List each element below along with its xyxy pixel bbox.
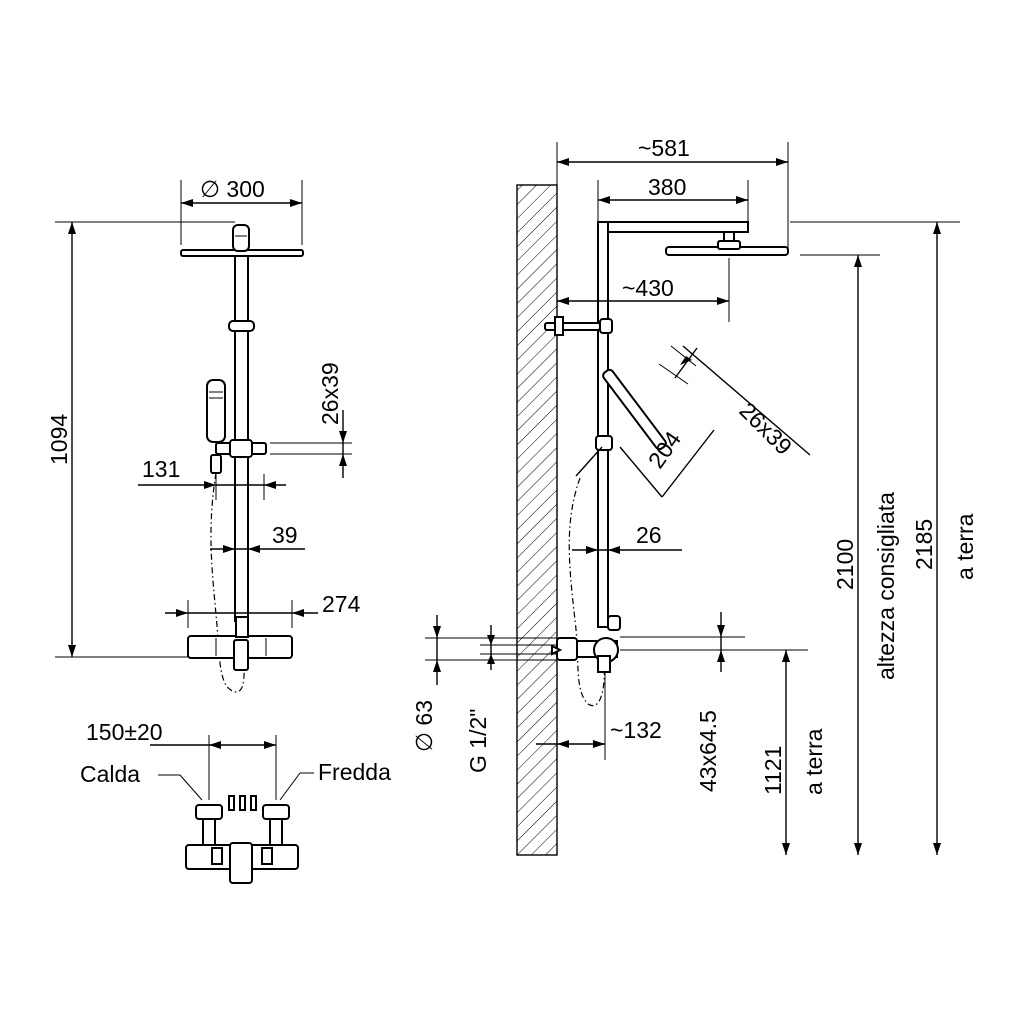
head-diameter-label: ∅ 300 bbox=[200, 176, 265, 202]
total-height-label: 2185 bbox=[911, 519, 937, 570]
hand-offset-label: 131 bbox=[142, 456, 180, 482]
mixer-size-label: 43x64.5 bbox=[695, 710, 721, 792]
mixer-detail: 150±20 Calda Fredda bbox=[80, 719, 391, 884]
arm-length-label: 380 bbox=[648, 174, 686, 200]
slider-size-label: 26x39 bbox=[317, 362, 343, 425]
mixer-width-label: 274 bbox=[322, 591, 361, 617]
inlet-diameter-label: ∅ 63 bbox=[411, 700, 437, 752]
cold-inlet-label: Fredda bbox=[318, 759, 391, 785]
arm-reach-label: ~430 bbox=[622, 275, 674, 301]
mixer-height-note: a terra bbox=[801, 728, 827, 795]
side-slider-size-label: 26x39 bbox=[734, 397, 797, 460]
side-view: ~581 380 ~430 bbox=[411, 135, 978, 856]
height-label: 1094 bbox=[46, 414, 72, 465]
thread-label: G 1/2" bbox=[465, 709, 491, 773]
hot-inlet-label: Calda bbox=[80, 761, 140, 787]
center-distance-label: 150±20 bbox=[86, 719, 163, 745]
total-height-note: a terra bbox=[952, 513, 978, 580]
wall-distance-label: ~132 bbox=[610, 717, 662, 743]
bar-offset-label: 39 bbox=[272, 522, 298, 548]
overall-projection-label: ~581 bbox=[638, 135, 690, 161]
bar-gap-label: 26 bbox=[636, 522, 662, 548]
recommended-height-note: altezza consigliata bbox=[873, 492, 899, 680]
front-view: ∅ 300 1094 bbox=[46, 176, 361, 693]
mixer-height-label: 1121 bbox=[760, 746, 786, 795]
recommended-height-label: 2100 bbox=[832, 539, 858, 590]
